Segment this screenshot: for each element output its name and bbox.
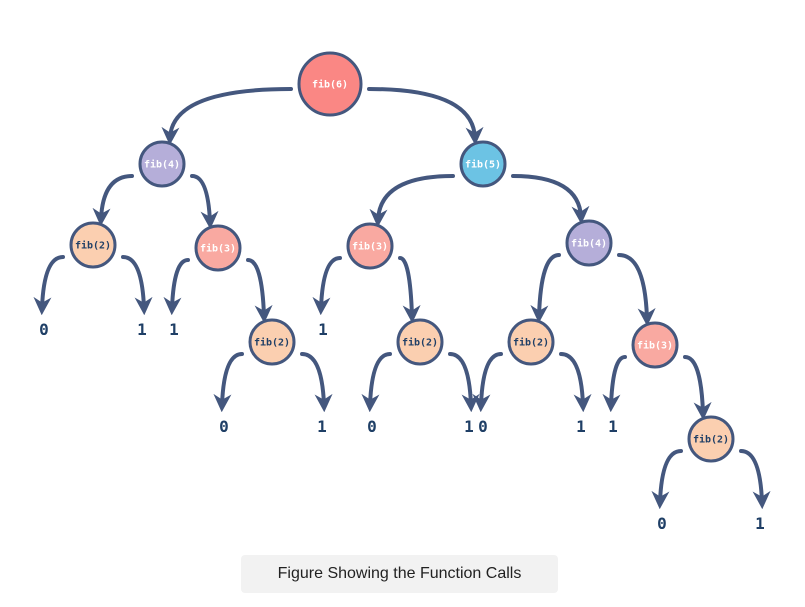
node-label: fib(2) — [402, 337, 438, 349]
leaf-value-l13: 1 — [755, 514, 765, 533]
arrow-n-fib2-a-to-l2 — [121, 255, 153, 316]
arrow-n-fib4-a-to-n-fib3-a — [190, 174, 219, 230]
arrow-n-fib3-c-to-l11 — [602, 355, 627, 413]
leaf-value-l7: 0 — [367, 417, 377, 436]
arrow-n-fib2-c-to-l7 — [361, 352, 392, 413]
figure-caption: Figure Showing the Function Calls — [241, 555, 558, 593]
arrow-n-fib5-to-n-fib4-b — [511, 174, 590, 225]
leaf-value-l8: 1 — [464, 417, 474, 436]
arrow-n-fib6-to-n-fib4-a — [161, 87, 293, 146]
arrow-n-fib4-b-to-n-fib2-d — [530, 253, 561, 324]
node-circle — [297, 51, 363, 117]
leaf-value-l9: 0 — [478, 417, 488, 436]
leaf-value-l5: 0 — [219, 417, 229, 436]
node-circle — [69, 221, 117, 269]
node-circle — [687, 415, 735, 463]
node-n-fib4-a: fib(4) — [138, 140, 186, 188]
node-label: fib(2) — [254, 337, 290, 349]
node-n-fib2-c: fib(2) — [396, 318, 444, 366]
node-circle — [507, 318, 555, 366]
call-arrows — [33, 87, 771, 510]
leaf-value-l6: 1 — [317, 417, 327, 436]
arrow-n-fib3-a-to-l3 — [163, 258, 190, 316]
arrow-n-fib6-to-n-fib5 — [367, 87, 484, 146]
node-n-fib6: fib(6) — [297, 51, 363, 117]
arrow-n-fib3-c-to-n-fib2-e — [683, 355, 712, 421]
node-label: fib(4) — [144, 159, 180, 171]
node-label: fib(2) — [693, 434, 729, 446]
node-n-fib2-d: fib(2) — [507, 318, 555, 366]
arrow-n-fib2-c-to-l8 — [448, 352, 480, 413]
arrow-n-fib3-b-to-l4 — [312, 256, 342, 316]
node-circle — [346, 222, 394, 270]
node-label: fib(4) — [571, 238, 607, 250]
leaf-value-l10: 1 — [576, 417, 586, 436]
node-n-fib4-b: fib(4) — [565, 219, 613, 267]
leaf-value-l2: 1 — [137, 320, 147, 339]
arrow-n-fib5-to-n-fib3-b — [369, 174, 455, 228]
node-label: fib(3) — [200, 243, 236, 255]
node-circle — [565, 219, 613, 267]
arrow-n-fib2-e-to-l12 — [651, 449, 683, 510]
node-circle — [459, 140, 507, 188]
node-label: fib(3) — [637, 340, 673, 352]
arrow-n-fib2-b-to-l6 — [300, 352, 333, 413]
node-label: fib(3) — [352, 241, 388, 253]
arrow-n-fib2-d-to-l9 — [472, 352, 503, 413]
arrow-n-fib3-b-to-n-fib2-c — [398, 256, 421, 324]
node-n-fib2-b: fib(2) — [248, 318, 296, 366]
arrow-n-fib3-a-to-n-fib2-b — [246, 258, 273, 324]
recursion-tree-diagram: fib(6) fib(4) fib(5) fib(2) fib(3) fib(3) fib(… — [33, 51, 771, 533]
arrow-n-fib2-a-to-l1 — [33, 255, 65, 316]
node-n-fib3-c: fib(3) — [631, 321, 679, 369]
arrow-n-fib4-b-to-n-fib3-c — [617, 253, 656, 327]
leaf-value-l11: 1 — [608, 417, 618, 436]
leaf-value-l12: 0 — [657, 514, 667, 533]
arrow-n-fib2-e-to-l13 — [739, 449, 771, 510]
node-circle — [248, 318, 296, 366]
node-n-fib2-e: fib(2) — [687, 415, 735, 463]
arrow-n-fib2-d-to-l10 — [559, 352, 592, 413]
node-n-fib3-a: fib(3) — [194, 224, 242, 272]
arrow-n-fib4-a-to-n-fib2-a — [92, 174, 134, 227]
node-label: fib(2) — [75, 240, 111, 252]
leaf-value-l1: 0 — [39, 320, 49, 339]
node-label: fib(6) — [312, 79, 348, 91]
node-n-fib3-b: fib(3) — [346, 222, 394, 270]
node-circle — [396, 318, 444, 366]
leaf-value-l4: 1 — [318, 320, 328, 339]
call-nodes: fib(6) fib(4) fib(5) fib(2) fib(3) fib(3) fib(… — [69, 51, 735, 463]
node-label: fib(2) — [513, 337, 549, 349]
node-circle — [631, 321, 679, 369]
node-circle — [138, 140, 186, 188]
node-n-fib2-a: fib(2) — [69, 221, 117, 269]
node-circle — [194, 224, 242, 272]
node-label: fib(5) — [465, 159, 501, 171]
leaf-value-l3: 1 — [169, 320, 179, 339]
node-n-fib5: fib(5) — [459, 140, 507, 188]
arrow-n-fib2-b-to-l5 — [213, 352, 244, 413]
